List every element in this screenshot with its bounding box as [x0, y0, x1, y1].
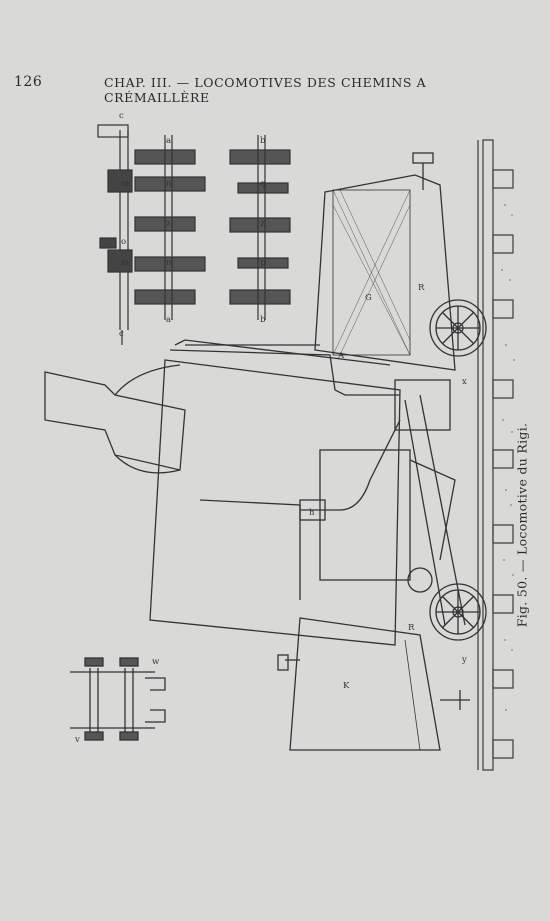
label-R-top: R: [418, 283, 425, 293]
label-x: x: [462, 377, 467, 387]
label-c-bottom: c: [119, 329, 124, 339]
locomotive-body: [44, 152, 487, 751]
label-q: q: [260, 179, 266, 189]
label-c-top: c: [119, 111, 124, 121]
label-n-top: n: [166, 179, 172, 189]
label-y: y: [461, 655, 467, 665]
label-A: A: [337, 351, 345, 361]
page-number: 126: [14, 74, 43, 90]
label-m-top: m: [121, 179, 129, 189]
page-header: 126 CHAP. III. — LOCOMOTIVES DES CHEMINS…: [14, 74, 534, 105]
label-z1: z: [166, 219, 171, 229]
label-h: h: [309, 508, 315, 518]
label-p: p: [260, 258, 266, 268]
label-v: v: [74, 735, 80, 745]
label-z2: z: [260, 219, 265, 229]
rack-gear-detail: [97, 124, 291, 345]
label-o: o: [121, 237, 126, 247]
rail: [482, 139, 494, 771]
label-b-bottom: b: [260, 315, 266, 325]
upper-wheel: [429, 299, 487, 357]
label-a-bottom: a: [166, 315, 171, 325]
label-n-bottom: n: [166, 258, 172, 268]
label-G: G: [365, 293, 372, 303]
label-K: K: [343, 681, 350, 691]
label-R-bottom: R: [408, 623, 415, 633]
rail-section-detail: [70, 657, 166, 741]
figure-labels: c a b m n q z z o m n p a b c G R A x h …: [74, 111, 467, 745]
lower-wheel: [429, 583, 487, 641]
figure-caption: Fig. 50. — Locomotive du Rigi.: [514, 422, 530, 628]
label-b-top: b: [260, 136, 266, 146]
label-a-top: a: [166, 136, 171, 146]
running-title: CHAP. III. — LOCOMOTIVES DES CHEMINS A C…: [104, 75, 427, 105]
label-m-bottom: m: [121, 258, 129, 268]
label-w: w: [152, 657, 160, 667]
